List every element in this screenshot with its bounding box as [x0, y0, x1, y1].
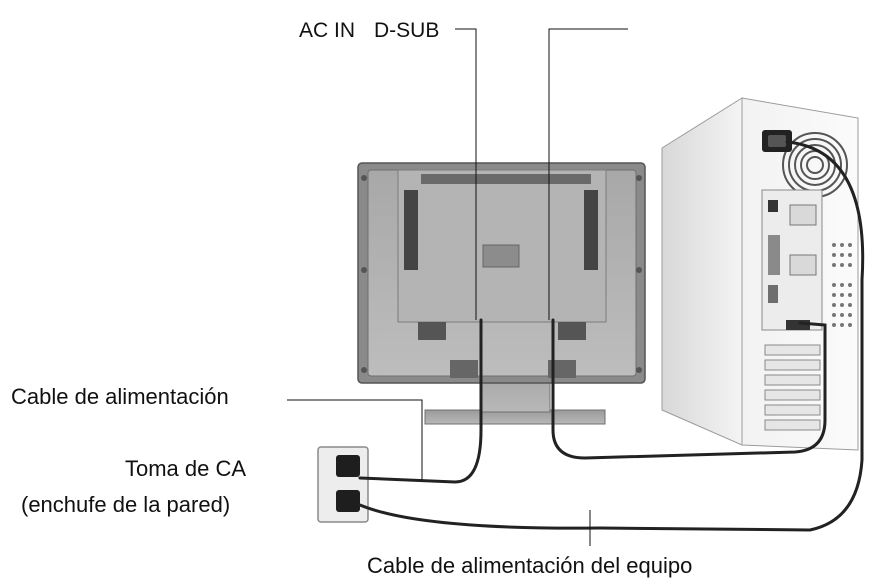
- power-cable-label: Cable de alimentación: [11, 384, 229, 409]
- computer-power-cable: [358, 140, 865, 532]
- vent-holes: [832, 243, 852, 327]
- power-inlet: [762, 130, 792, 152]
- io-panel: [761, 189, 823, 331]
- expansion-slots: [764, 344, 821, 431]
- ac-outlet-label: Toma de CA: [125, 456, 247, 481]
- vga-port: [786, 320, 810, 330]
- ac-outlet-sublabel: (enchufe de la pared): [21, 492, 231, 517]
- wall-outlet: [317, 446, 369, 523]
- cables: [358, 140, 865, 532]
- d-sub-label: D-SUB: [374, 19, 439, 42]
- monitor-power-cable: [358, 318, 483, 484]
- computer-tower: [661, 97, 859, 451]
- ac-in-label: AC IN: [299, 19, 355, 42]
- leader-lines: [287, 28, 628, 546]
- monitor-rear: [357, 162, 646, 425]
- computer-power-cable-label: Cable de alimentación del equipo: [367, 553, 693, 578]
- vga-cable: [551, 318, 827, 460]
